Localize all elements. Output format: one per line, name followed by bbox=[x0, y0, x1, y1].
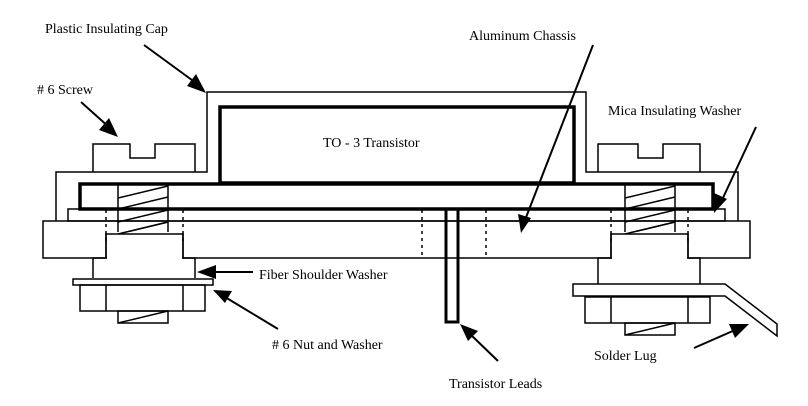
label-mica-insulating-washer: Mica Insulating Washer bbox=[608, 104, 741, 119]
screw-tip-right bbox=[624, 322, 676, 336]
washer-left bbox=[72, 278, 214, 286]
label-transistor-leads: Transistor Leads bbox=[449, 377, 542, 392]
arrow-nut bbox=[213, 290, 279, 330]
transistor-flange bbox=[78, 182, 715, 211]
solder-lug bbox=[572, 283, 778, 338]
plastic-insulating-cap bbox=[55, 91, 739, 221]
shoulder-left-edge bbox=[105, 233, 184, 258]
thread bbox=[117, 221, 169, 235]
screw-head-right bbox=[597, 143, 701, 172]
label-nut-and-washer: # 6 Nut and Washer bbox=[272, 338, 383, 353]
mask bbox=[612, 232, 687, 259]
label-solder-lug: Solder Lug bbox=[594, 349, 657, 364]
arrow-lug bbox=[693, 324, 749, 349]
mask bbox=[107, 232, 182, 259]
label-transistor: TO - 3 Transistor bbox=[323, 136, 420, 151]
shoulder-right-edge bbox=[610, 233, 689, 258]
nut-left bbox=[79, 284, 206, 312]
arrow-fiber bbox=[197, 265, 253, 279]
arrow-leads bbox=[460, 324, 499, 362]
arrow-chassis bbox=[518, 44, 594, 233]
transistor-lead bbox=[444, 207, 460, 324]
screw-head-left bbox=[92, 143, 196, 172]
arrow-mica bbox=[714, 126, 757, 213]
thread bbox=[624, 221, 676, 235]
label-screw: # 6 Screw bbox=[37, 83, 94, 98]
label-aluminum-chassis: Aluminum Chassis bbox=[469, 29, 576, 44]
arrow-screw bbox=[80, 101, 118, 137]
label-fiber-shoulder-washer: Fiber Shoulder Washer bbox=[259, 268, 388, 283]
screw-tip-left bbox=[117, 310, 169, 324]
aluminum-chassis bbox=[42, 220, 751, 259]
label-plastic-insulating-cap: Plastic Insulating Cap bbox=[45, 22, 168, 37]
arrow-cap bbox=[143, 44, 206, 93]
nut-right bbox=[584, 296, 711, 324]
